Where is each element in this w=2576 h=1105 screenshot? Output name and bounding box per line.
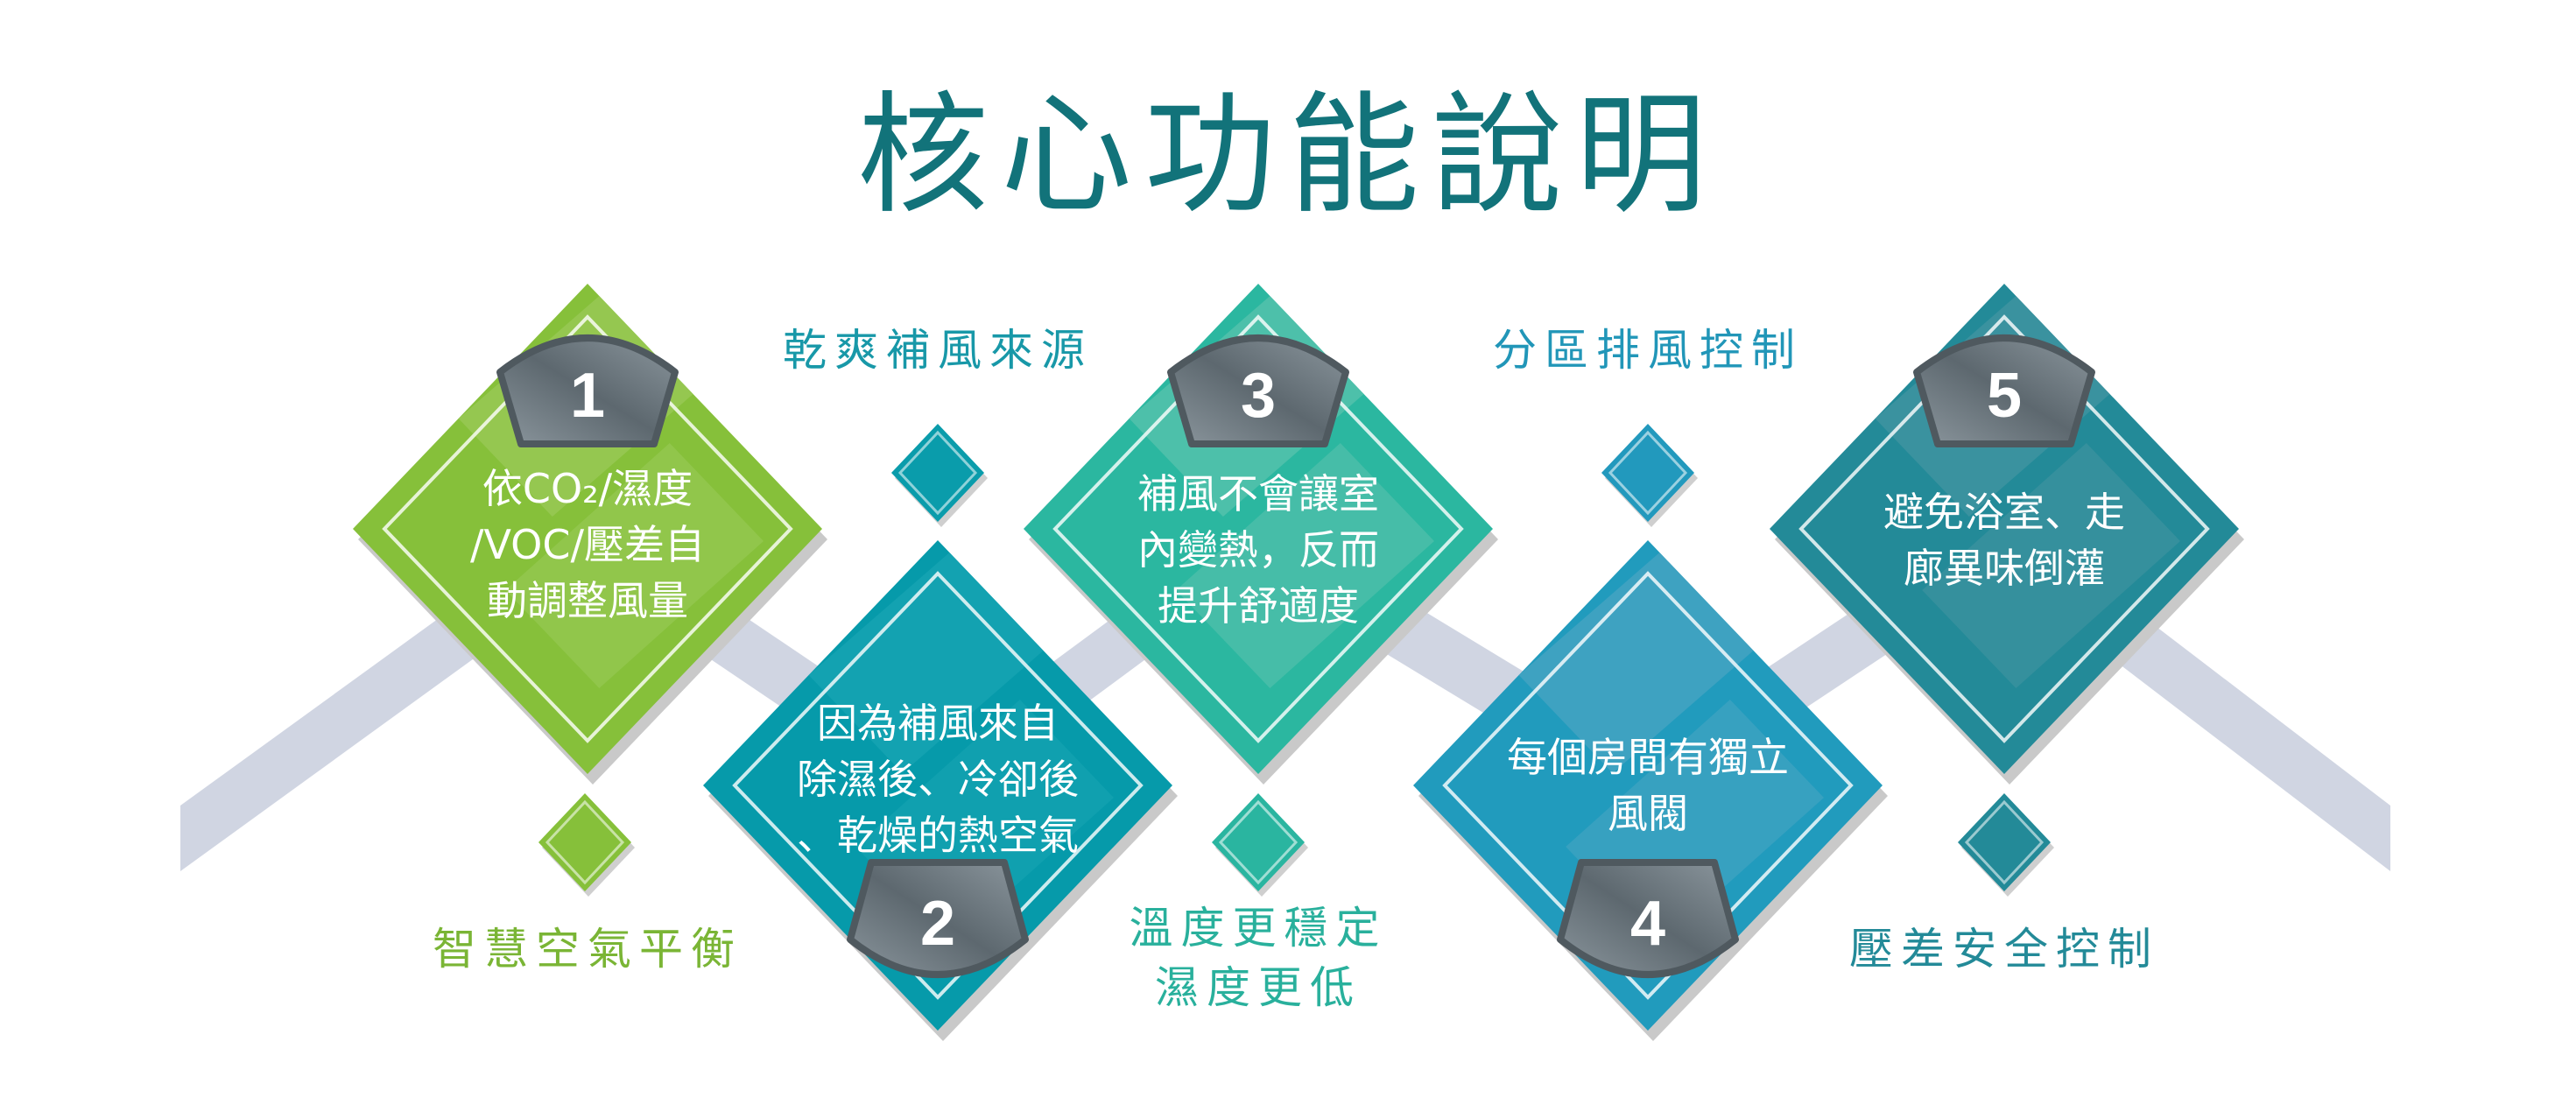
- label-line: 乾爽補風來源: [783, 325, 1093, 376]
- step-5-number-badge: [1913, 334, 2095, 447]
- marker-diamond-4: [1601, 424, 1694, 522]
- marker-diamond-2: [891, 424, 984, 522]
- step-3-line: 提升舒適度: [1158, 582, 1359, 630]
- page-title: 核心功能說明: [856, 80, 1719, 232]
- diamond-stripe: [505, 443, 764, 688]
- step-2-line: 、乾燥的熱空氣: [797, 812, 1079, 859]
- step-5-number: 5: [1986, 361, 2023, 431]
- diamond-inner-outline: [732, 571, 1144, 1000]
- step-4-text: 每個房間有獨立 風閥: [1442, 729, 1854, 841]
- step-5-label: 壓差安全控制: [1742, 919, 2267, 979]
- label-line: 溫度更穩定: [1129, 903, 1388, 954]
- step-5-line: 避免浴室、走: [1883, 489, 2125, 536]
- step-4-number: 4: [1629, 889, 1666, 959]
- marker-diamond-5: [1958, 793, 2051, 891]
- marker-diamond-outline: [545, 799, 625, 885]
- step-2-line: 除濕後、冷卻後: [797, 756, 1079, 803]
- marker-diamond-outline: [1608, 430, 1688, 516]
- step-2-line: 因為補風來自: [817, 700, 1059, 747]
- label-line: 濕度更低: [1155, 962, 1362, 1013]
- step-4-number-badge: [1557, 859, 1739, 978]
- step-1-line: /VOC/壓差自: [470, 521, 705, 568]
- step-2-label: 乾爽補風來源: [675, 320, 1200, 380]
- step-3-line: 內變熱，反而: [1137, 526, 1379, 574]
- step-4-line: 每個房間有獨立: [1507, 734, 1789, 781]
- step-4-line: 風閥: [1608, 790, 1688, 837]
- step-3-number: 3: [1240, 361, 1277, 431]
- marker-diamond-outline: [1218, 799, 1299, 885]
- step-4-label: 分區排風控制: [1385, 320, 1911, 380]
- step-3-text: 補風不會讓室 內變熱，反而 提升舒適度: [1052, 466, 1464, 634]
- label-line: 智慧空氣平衡: [433, 924, 743, 975]
- diamond-stripe: [1176, 443, 1434, 688]
- marker-diamond-outline: [897, 430, 978, 516]
- step-2-text: 因為補風來自 除濕後、冷卻後 、乾燥的熱空氣: [732, 695, 1144, 863]
- step-5-text: 避免浴室、走 廊異味倒灌: [1798, 484, 2210, 596]
- step-5-line: 廊異味倒灌: [1904, 545, 2105, 592]
- step-1-line: 動調整風量: [487, 577, 688, 624]
- diamond-inner-outline: [1798, 314, 2210, 743]
- marker-diamond-outline: [1964, 799, 2045, 885]
- diamond-inner-outline: [382, 314, 793, 743]
- diamond-inner-outline: [1442, 571, 1854, 1000]
- step-2-number-badge: [847, 859, 1029, 978]
- step-3-label: 溫度更穩定 濕度更低: [996, 898, 1521, 1017]
- step-3-number-badge: [1167, 334, 1349, 447]
- label-line: 壓差安全控制: [1849, 924, 2159, 975]
- marker-diamond-3: [1212, 793, 1305, 891]
- step-1-number-badge: [496, 334, 679, 447]
- diamond-inner-outline: [1052, 314, 1464, 743]
- diamond-stripe: [808, 552, 1044, 773]
- step-3-line: 補風不會讓室: [1137, 470, 1379, 517]
- step-1-label: 智慧空氣平衡: [325, 919, 850, 979]
- step-1-number: 1: [569, 361, 606, 431]
- marker-diamond-1: [538, 793, 631, 891]
- diamond-stripe: [1922, 443, 2180, 688]
- step-1-text: 依CO₂/濕度 /VOC/壓差自 動調整風量: [382, 461, 793, 629]
- diamond-stripe: [1518, 552, 1754, 773]
- step-1-line: 依CO₂/濕度: [482, 465, 693, 512]
- label-line: 分區排風控制: [1493, 325, 1803, 376]
- step-2-number: 2: [919, 889, 956, 959]
